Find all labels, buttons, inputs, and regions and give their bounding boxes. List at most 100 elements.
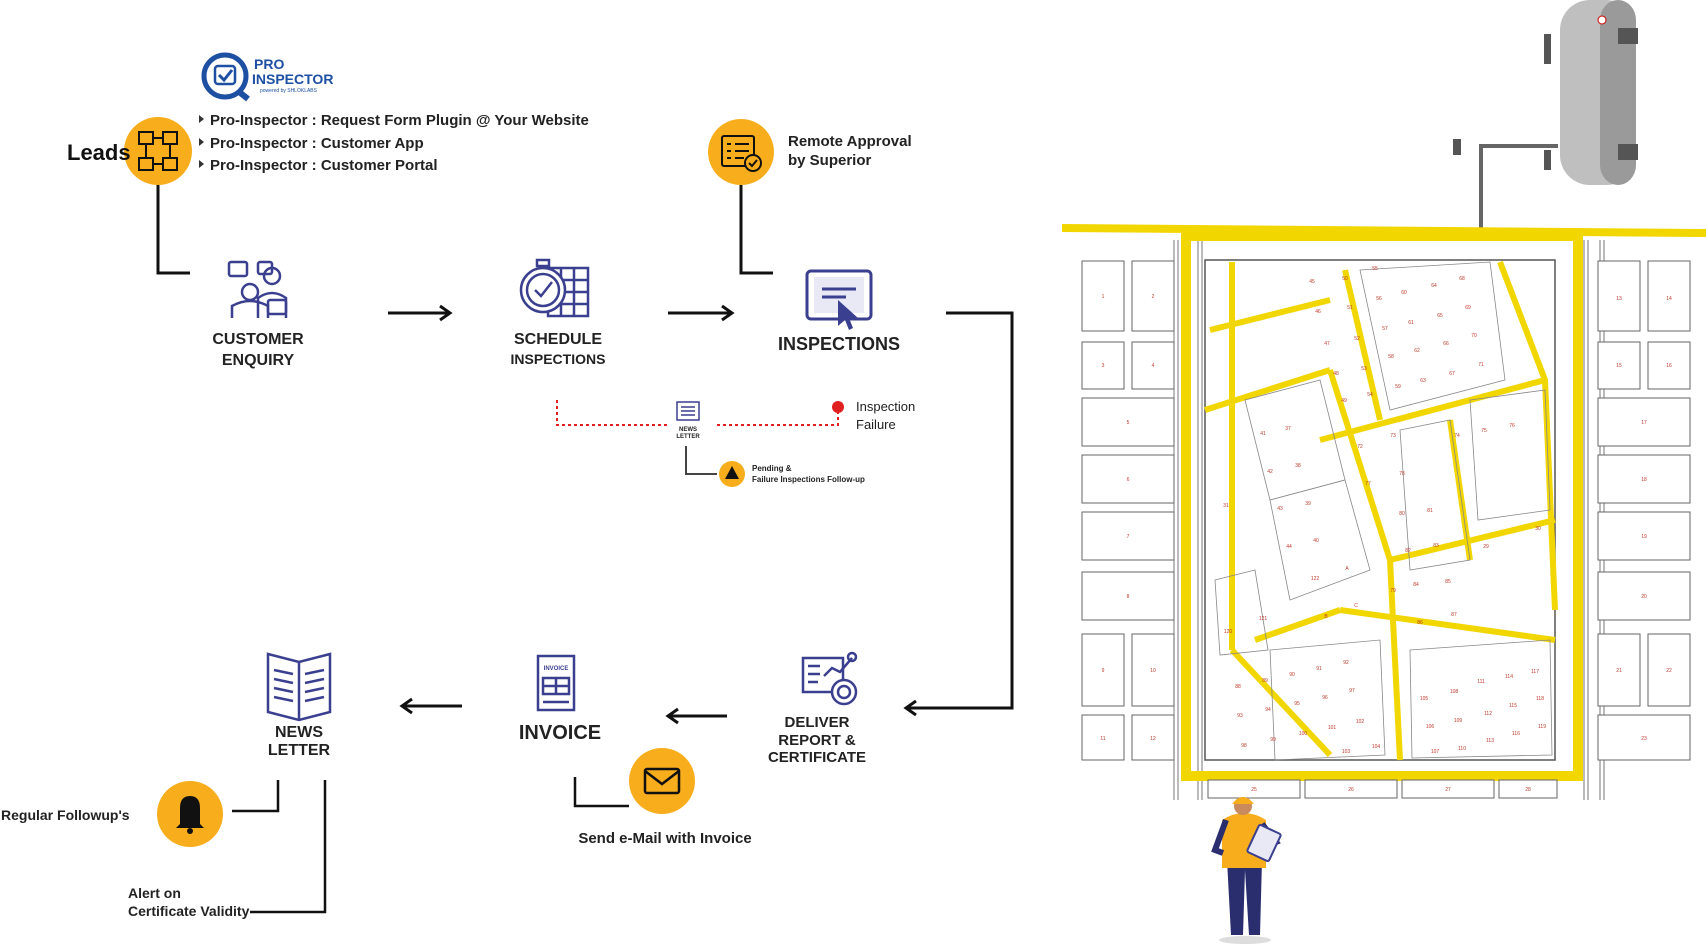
lot-label: 104: [1372, 744, 1381, 750]
lot-label: 102: [1356, 719, 1365, 725]
lot-label: 73: [1390, 433, 1396, 439]
lot-label: 49: [1341, 398, 1347, 404]
lot-label: 94: [1265, 707, 1271, 713]
lot-label: 20: [1641, 594, 1647, 600]
arrow-loop: [903, 311, 1014, 717]
invoice-document-icon: [536, 654, 576, 712]
report-chart-icon: [801, 651, 858, 706]
logo-tagline: powered by SHLOKLABS: [260, 88, 318, 94]
lot-label: 29: [1483, 544, 1489, 550]
step-label: LETTER: [268, 742, 331, 759]
pending-text: Pending &: [752, 464, 792, 473]
lot-label: 30: [1535, 526, 1541, 532]
newsletter-mini-label: NEWS: [679, 427, 697, 433]
lot-label: 48: [1333, 371, 1339, 377]
lot-label: 74: [1454, 433, 1460, 439]
step-label: INSPECTIONS: [511, 351, 606, 367]
checklist-icon: [721, 135, 762, 172]
step-label: SCHEDULE: [514, 331, 602, 348]
lot-label: 116: [1512, 731, 1520, 737]
invoice-step: INVOICE INVOICE Send e-Mail with Invoice: [519, 654, 752, 847]
tablet-touch-icon: [805, 269, 873, 330]
arrow-right: [668, 304, 735, 322]
lot-label: 18: [1641, 477, 1647, 483]
lot-label: 90: [1289, 672, 1295, 678]
lot-label: 25: [1251, 787, 1257, 793]
lot-label: 93: [1237, 713, 1243, 719]
lot-label: 10: [1150, 668, 1156, 674]
lot-labels: 1 2 3 4 5 6 7 8 9 10 11 12 13 14 15 16 1…: [1100, 266, 1672, 793]
step-label: CERTIFICATE: [768, 749, 866, 766]
lot-label: 45: [1309, 279, 1315, 285]
newsletter-mini-icon: [676, 401, 700, 421]
lot-label: 53: [1361, 366, 1367, 372]
lot-label: 109: [1454, 718, 1463, 724]
lot-label: 107: [1431, 749, 1440, 755]
envelope-icon: [643, 767, 681, 795]
alert-text: Certificate Validity: [128, 903, 250, 919]
lot-label: 87: [1451, 612, 1457, 618]
lot-label: 8: [1127, 594, 1130, 600]
lot-label: 54: [1367, 392, 1373, 398]
step-label: REPORT &: [778, 732, 856, 749]
lot-label: 28: [1525, 787, 1531, 793]
lot-label: A: [1345, 566, 1349, 572]
followup-text: Regular Followup's: [1, 807, 130, 823]
lot-label: B: [1324, 614, 1328, 620]
lot-label: 91: [1316, 666, 1322, 672]
lot-label: 68: [1459, 276, 1465, 282]
lot-label: 43: [1277, 506, 1283, 512]
lot-label: 63: [1420, 378, 1426, 384]
lot-label: 15: [1616, 363, 1622, 369]
newsletter-step: NEWS LETTER Regular Followup's Alert on …: [1, 652, 332, 919]
lot-label: 19: [1641, 534, 1647, 540]
leads-list: Pro-Inspector : Request Form Plugin @ Yo…: [199, 112, 589, 174]
leads-title: Leads: [67, 140, 131, 165]
lot-label: 89: [1262, 678, 1268, 684]
lot-label: 13: [1616, 296, 1622, 302]
lot-label: 64: [1431, 283, 1437, 289]
step-label: CUSTOMER: [212, 331, 304, 348]
lot-label: 76: [1509, 423, 1515, 429]
lot-label: 119: [1538, 724, 1546, 730]
lot-label: 14: [1666, 296, 1672, 302]
lot-label: 62: [1414, 348, 1420, 354]
water-tank-illustration: [1453, 0, 1638, 232]
lot-label: 95: [1294, 701, 1300, 707]
leads-node: Leads Pro-Inspector : Request Form Plugi…: [67, 112, 589, 275]
lead-item: Pro-Inspector : Request Form Plugin @ Yo…: [210, 112, 589, 129]
lot-label: 57: [1382, 326, 1388, 332]
lot-label: 78: [1399, 471, 1405, 477]
lot-label: 99: [1270, 737, 1276, 743]
lot-label: 106: [1426, 724, 1435, 730]
arrow-left: [399, 697, 462, 715]
lot-label: 112: [1484, 711, 1492, 717]
lot-label: 81: [1427, 508, 1433, 514]
lot-label: 58: [1388, 354, 1394, 360]
lot-label: 37: [1285, 426, 1291, 432]
lot-label: 9: [1102, 668, 1105, 674]
lot-label: 11: [1100, 736, 1105, 742]
alert-text: Alert on: [128, 885, 181, 901]
step-label: INVOICE: [519, 722, 601, 744]
lot-label: 111: [1477, 679, 1485, 685]
lot-label: 46: [1315, 309, 1321, 315]
lot-label: 71: [1478, 362, 1484, 368]
email-circle: [629, 748, 695, 814]
lot-label: 110: [1458, 746, 1466, 752]
lot-label: C: [1354, 603, 1358, 609]
lot-label: 59: [1395, 384, 1401, 390]
deliver-report-step: DELIVER REPORT & CERTIFICATE: [768, 651, 866, 766]
lot-label: 27: [1445, 787, 1451, 793]
lot-label: 69: [1465, 305, 1471, 311]
arrow-left: [665, 707, 727, 725]
remote-approval-node: Remote Approval by Superior: [708, 119, 912, 275]
pro-inspector-logo: PRO INSPECTOR powered by SHLOKLABS: [201, 52, 333, 102]
lot-label: 101: [1328, 725, 1337, 731]
logo-line2: INSPECTOR: [252, 71, 333, 87]
lot-label: 5: [1127, 420, 1130, 426]
failure-text: Failure: [856, 417, 896, 432]
step-label: ENQUIRY: [222, 352, 295, 369]
lot-label: 120: [1224, 629, 1233, 635]
lot-label: 40: [1313, 538, 1319, 544]
